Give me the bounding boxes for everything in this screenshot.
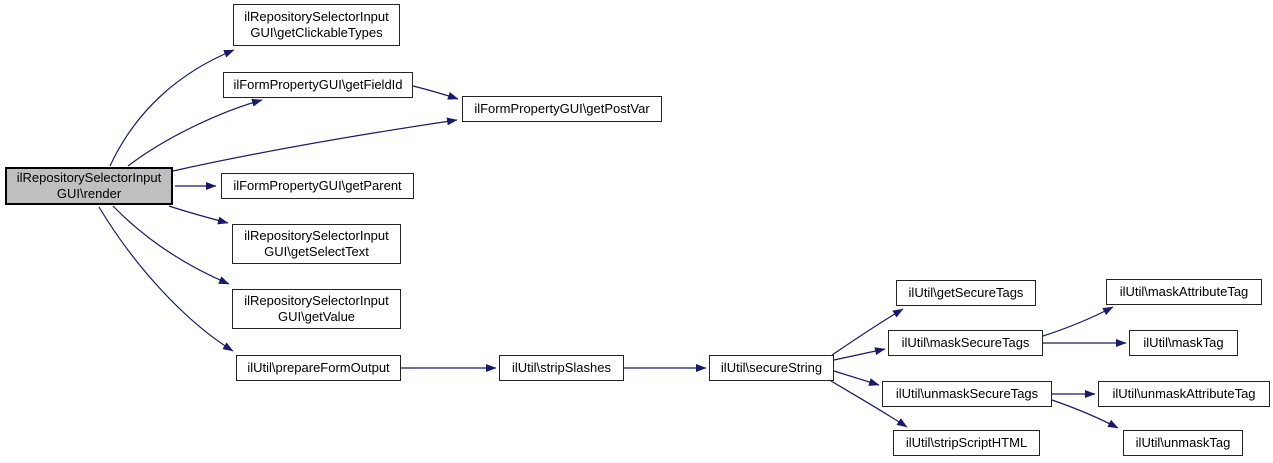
node-prepareFormOutput[interactable]: ilUtil\prepareFormOutput [236, 355, 401, 381]
node-getSelectText-label-line2: GUI\getSelectText [264, 244, 369, 259]
node-prepareFormOutput-label: ilUtil\prepareFormOutput [247, 360, 390, 375]
node-getFieldId-label: ilFormPropertyGUI\getFieldId [233, 77, 403, 92]
edge-secureString-stripScriptHTML [830, 380, 908, 428]
node-maskSecureTags-label: ilUtil\maskSecureTags [901, 335, 1030, 350]
node-getSelectText-label-line1: ilRepositorySelectorInput [244, 228, 389, 243]
node-maskTag[interactable]: ilUtil\maskTag [1129, 330, 1238, 356]
node-getClickableTypes-label-line1: ilRepositorySelectorInput [244, 9, 389, 24]
node-getParent[interactable]: ilFormPropertyGUI\getParent [221, 173, 414, 199]
edge-render-getValue [112, 205, 230, 285]
node-maskSecureTags[interactable]: ilUtil\maskSecureTags [888, 330, 1043, 356]
edge-secureString-getSecureTags [831, 308, 904, 356]
node-stripScriptHTML-label: ilUtil\stripScriptHTML [905, 435, 1028, 450]
edge-render-getPostVar [172, 117, 458, 172]
node-getFieldId[interactable]: ilFormPropertyGUI\getFieldId [223, 72, 413, 98]
node-getValue[interactable]: ilRepositorySelectorInput GUI\getValue [232, 289, 401, 329]
node-unmaskTag[interactable]: ilUtil\unmaskTag [1123, 430, 1243, 456]
edge-unmaskSecureTags-unmaskTag [1051, 399, 1119, 429]
node-maskAttributeTag-label: ilUtil\maskAttributeTag [1119, 284, 1249, 299]
node-getSecureTags[interactable]: ilUtil\getSecureTags [896, 280, 1036, 306]
node-getParent-label: ilFormPropertyGUI\getParent [233, 178, 402, 193]
node-render-label-line2: GUI\render [56, 186, 122, 201]
node-getValue-label-line2: GUI\getValue [277, 309, 356, 324]
node-getClickableTypes[interactable]: ilRepositorySelectorInput GUI\getClickab… [233, 4, 400, 46]
node-maskTag-label: ilUtil\maskTag [1143, 335, 1224, 350]
node-maskAttributeTag[interactable]: ilUtil\maskAttributeTag [1106, 279, 1262, 305]
edge-render-prepareFormOutput [98, 206, 234, 352]
node-stripScriptHTML[interactable]: ilUtil\stripScriptHTML [893, 430, 1040, 456]
node-getPostVar[interactable]: ilFormPropertyGUI\getPostVar [462, 96, 662, 122]
node-getValue-label-line1: ilRepositorySelectorInput [244, 293, 389, 308]
edge-maskSecureTags-maskAttributeTag [1042, 306, 1114, 337]
edge-getFieldId-getPostVar [412, 85, 459, 100]
node-render-label-line1: ilRepositorySelectorInput [16, 170, 162, 185]
node-unmaskSecureTags-label: ilUtil\unmaskSecureTags [895, 386, 1039, 401]
edge-secureString-maskSecureTags [833, 347, 886, 361]
node-unmaskTag-label: ilUtil\unmaskTag [1135, 435, 1231, 450]
edge-render-getFieldId [127, 98, 263, 167]
node-unmaskAttributeTag[interactable]: ilUtil\unmaskAttributeTag [1098, 381, 1270, 407]
edge-render-getClickableTypes [109, 49, 235, 167]
node-unmaskSecureTags[interactable]: ilUtil\unmaskSecureTags [882, 381, 1052, 407]
node-stripSlashes[interactable]: ilUtil\stripSlashes [499, 355, 624, 381]
node-getClickableTypes-label-line2: GUI\getClickableTypes [250, 25, 383, 40]
node-unmaskAttributeTag-label: ilUtil\unmaskAttributeTag [1112, 386, 1256, 401]
node-render: ilRepositorySelectorInput GUI\render [5, 167, 173, 205]
node-getSelectText[interactable]: ilRepositorySelectorInput GUI\getSelectT… [232, 224, 401, 264]
node-getPostVar-label: ilFormPropertyGUI\getPostVar [474, 101, 650, 116]
node-secureString-label: ilUtil\secureString [720, 360, 823, 375]
edge-secureString-unmaskSecureTags [833, 370, 880, 386]
node-secureString[interactable]: ilUtil\secureString [709, 355, 834, 381]
node-stripSlashes-label: ilUtil\stripSlashes [512, 360, 611, 375]
edge-render-getSelectText [168, 205, 229, 225]
node-getSecureTags-label: ilUtil\getSecureTags [908, 285, 1024, 300]
